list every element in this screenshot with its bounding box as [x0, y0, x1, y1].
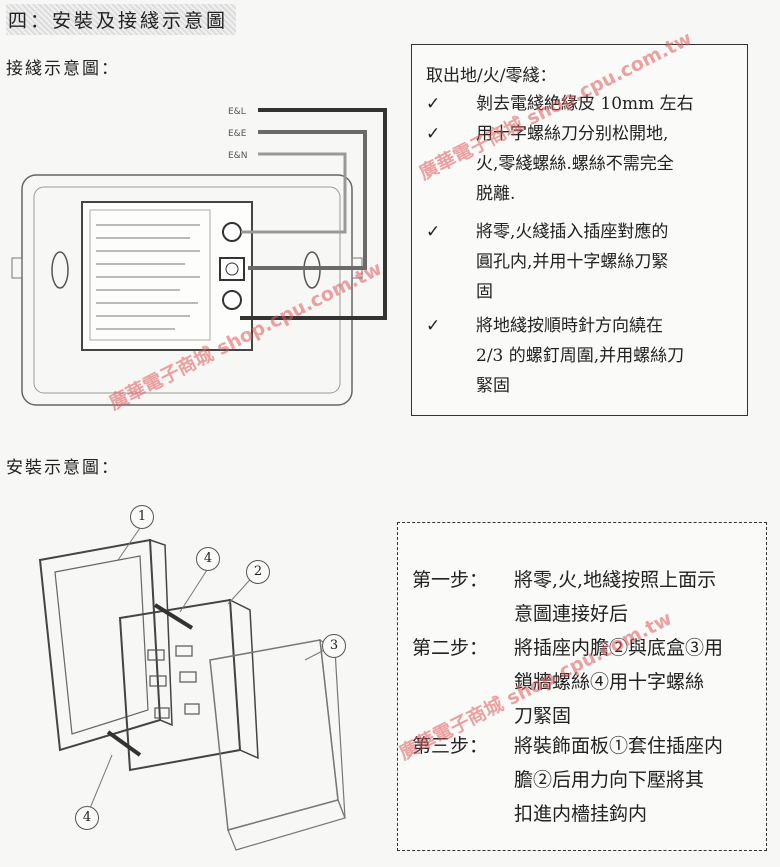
back-box-part: [209, 639, 339, 831]
wire-e: [248, 130, 367, 270]
wiring-box-heading: 取出地/火/零綫：: [426, 66, 557, 86]
callout-3: 3: [322, 634, 346, 658]
step-label: 第二步：: [412, 637, 489, 659]
screw-top: [153, 603, 194, 630]
terminal-center: [219, 257, 245, 281]
section-title: 四：安裝及接綫示意圖: [6, 4, 237, 35]
wire-l: [240, 108, 387, 320]
wiring-diagram: E&L E&E E&N: [11, 107, 387, 406]
terminal-e: [222, 290, 242, 310]
wire-n: [241, 152, 347, 234]
wiring-item-line: 將零,火綫插入插座對應的: [476, 222, 669, 242]
wiring-item-line: 2/3 的螺釘周圍,并用螺絲刀: [476, 346, 685, 366]
terminal-label-e: E&E: [228, 129, 247, 139]
step-line: 刀緊固: [514, 705, 572, 727]
install-diagram: [38, 527, 346, 851]
wiring-item-line: 用十字螺絲刀分别松開地,: [476, 124, 669, 144]
callout-2: 2: [246, 560, 270, 584]
install-heading: 安裝示意圖：: [6, 458, 120, 478]
check-icon: ✓: [426, 316, 441, 336]
wiring-item-line: 圓孔内,并用十字螺絲刀緊: [476, 252, 669, 272]
faceplate-inner: [33, 186, 341, 394]
wiring-item-line: 緊固: [476, 376, 510, 396]
callout-1: 1: [130, 505, 154, 529]
check-icon: ✓: [426, 124, 441, 144]
step-line: 扣進内檣挂鈎内: [514, 803, 648, 825]
left-tab: [11, 257, 23, 279]
wiring-item-line: 脱離.: [476, 184, 516, 204]
step-line: 膽②后用力向下壓將其: [514, 769, 705, 791]
wiring-heading: 接綫示意圖：: [6, 59, 120, 79]
screw-bottom: [106, 730, 142, 757]
step-line: 意圖連接好后: [514, 603, 629, 625]
wiring-item-line: 剝去電綫絶緣皮 10mm 左右: [476, 94, 694, 114]
step-label: 第三步：: [412, 735, 489, 757]
wiring-instructions-box: 取出地/火/零綫： ✓ 剝去電綫絶緣皮 10mm 左右 ✓ 用十字螺絲刀分别松開…: [411, 44, 748, 416]
label-area: [89, 209, 211, 341]
left-slot: [51, 251, 69, 289]
wiring-item-line: 將地綫按順時針方向繞在: [476, 316, 663, 336]
check-icon: ✓: [426, 222, 441, 242]
wiring-item-line: 火,零綫螺絲.螺絲不需完全: [476, 154, 674, 174]
step-label: 第一步：: [412, 569, 489, 591]
step-line: 將裝飾面板①套住插座内: [514, 735, 724, 757]
callout-4-bottom: 4: [75, 806, 99, 830]
terminal-label-n: E&N: [228, 151, 247, 161]
step-line: 鎖牆螺絲④用十字螺絲: [514, 671, 705, 693]
wiring-item-line: 固: [476, 282, 493, 302]
socket-core-part: [118, 598, 242, 772]
callout-4-top: 4: [196, 547, 220, 571]
terminal-n: [222, 222, 242, 242]
step-line: 將插座内膽②與底盒③用: [514, 637, 724, 659]
terminal-label-l: E&L: [228, 107, 246, 117]
step-line: 將零,火,地綫按照上面示: [514, 569, 717, 591]
check-icon: ✓: [426, 94, 441, 114]
install-steps-box: 第一步： 將零,火,地綫按照上面示 意圖連接好后 第二步： 將插座内膽②與底盒③…: [397, 522, 767, 851]
faceplate-outline: [21, 174, 353, 406]
